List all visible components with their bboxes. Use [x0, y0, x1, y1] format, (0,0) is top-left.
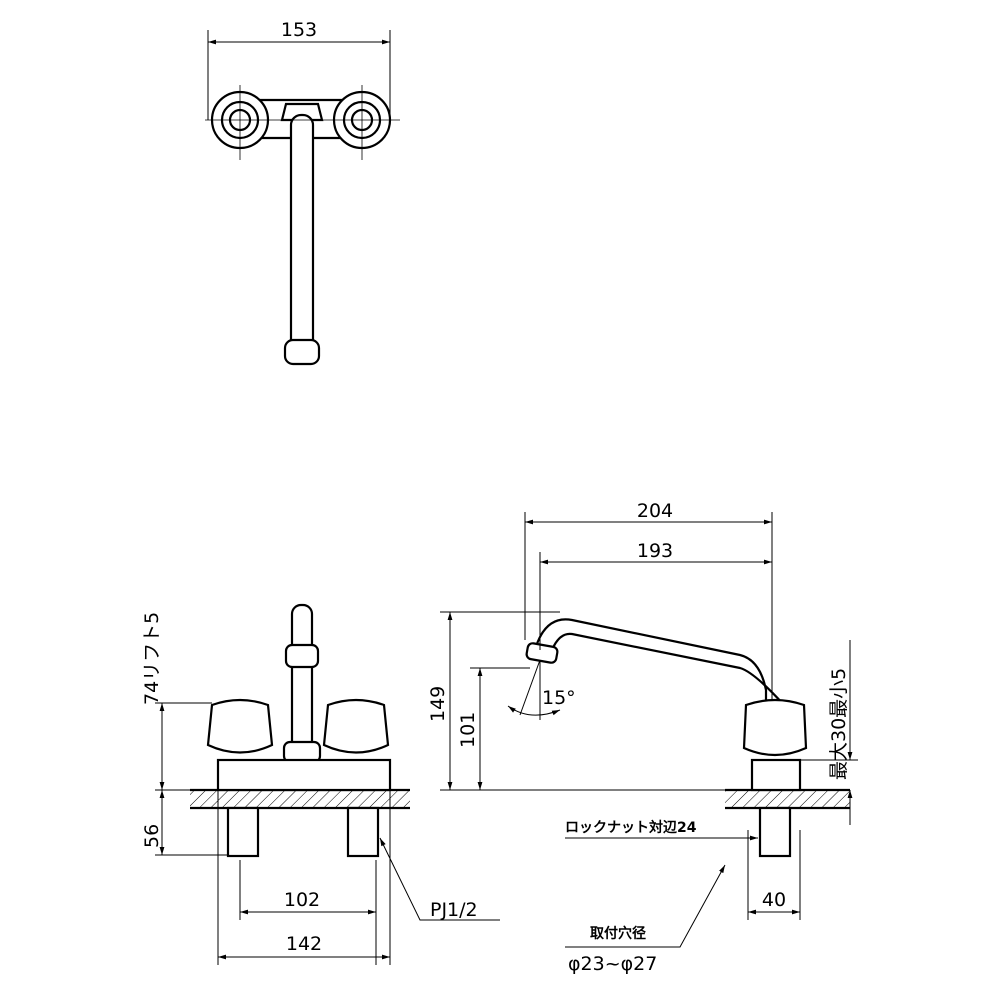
mount-hole-title: 取付穴径: [590, 925, 646, 942]
dim-193: 193: [637, 540, 673, 562]
angle-15: 15°: [542, 687, 576, 709]
top-view: [205, 30, 400, 366]
dim-56: 56: [141, 824, 163, 848]
mount-hole-range: φ23~φ27: [568, 953, 657, 975]
locknut-label: ロックナット対辺24: [565, 819, 697, 836]
dim-101: 101: [457, 712, 479, 748]
side-view: [440, 512, 858, 948]
dim-153: 153: [281, 19, 317, 41]
counter-thickness: 最大30最小5: [828, 668, 850, 780]
dim-149: 149: [427, 686, 449, 722]
dim-142: 142: [286, 933, 322, 955]
dim-204: 204: [637, 500, 673, 522]
front-view: [155, 603, 500, 965]
dim-lift: 74リフト5: [141, 612, 163, 705]
thread-label: PJ1/2: [430, 899, 478, 921]
dim-40: 40: [762, 889, 786, 911]
dim-102: 102: [284, 889, 320, 911]
